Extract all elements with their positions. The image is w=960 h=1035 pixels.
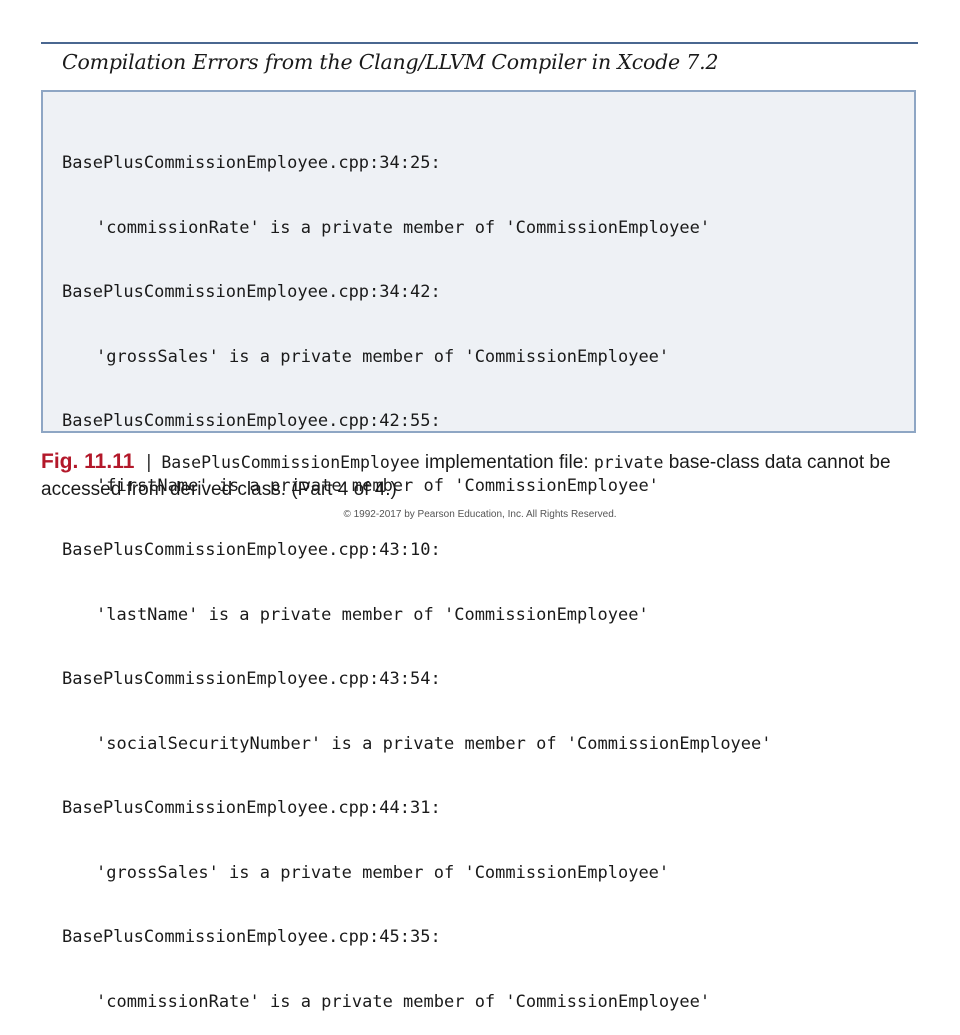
error-message-line: 'grossSales' is a private member of 'Com… (96, 346, 670, 367)
error-location-line: BasePlusCommissionEmployee.cpp:43:10: (62, 540, 441, 560)
error-message-line: 'commissionRate' is a private member of … (96, 217, 711, 238)
error-location-line: BasePlusCommissionEmployee.cpp:42:55: (62, 411, 441, 431)
error-location-line: BasePlusCommissionEmployee.cpp:34:25: (62, 153, 441, 173)
code-output-box (41, 90, 916, 433)
error-message-line: 'commissionRate' is a private member of … (96, 991, 711, 1012)
copyright-footer: © 1992-2017 by Pearson Education, Inc. A… (343, 509, 617, 520)
error-message-line: 'lastName' is a private member of 'Commi… (96, 604, 649, 625)
error-location-line: BasePlusCommissionEmployee.cpp:45:35: (62, 927, 441, 947)
error-message-line: 'firstName' is a private member of 'Comm… (96, 475, 659, 496)
error-location-line: BasePlusCommissionEmployee.cpp:44:31: (62, 798, 441, 818)
caption-class-name: BasePlusCommissionEmployee (161, 453, 420, 472)
error-message-line: 'socialSecurityNumber' is a private memb… (96, 733, 772, 754)
compiler-error-list: BasePlusCommissionEmployee.cpp:34:25: 'c… (62, 110, 772, 1035)
error-location-line: BasePlusCommissionEmployee.cpp:43:54: (62, 669, 441, 689)
caption-text: base-class data cannot be accessed from … (41, 452, 891, 500)
error-message-line: 'grossSales' is a private member of 'Com… (96, 862, 670, 883)
caption-separator: | (146, 452, 152, 473)
caption-keyword: private (593, 453, 664, 472)
slide-heading: Compilation Errors from the Clang/LLVM C… (62, 50, 719, 74)
top-rule (41, 42, 918, 44)
figure-label: Fig. 11.11 (41, 450, 135, 473)
caption-text: implementation file: (419, 452, 594, 473)
error-location-line: BasePlusCommissionEmployee.cpp:34:42: (62, 282, 441, 302)
figure-caption: Fig. 11.11 | BasePlusCommissionEmployee im… (41, 448, 921, 503)
